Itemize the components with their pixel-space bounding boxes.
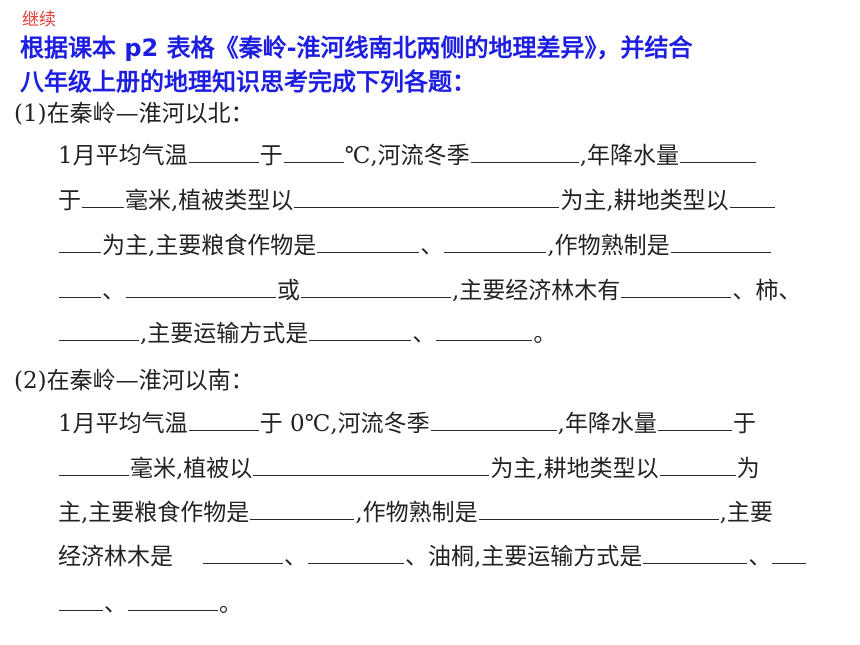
text: 、 (412, 321, 436, 347)
blank[interactable] (470, 140, 579, 163)
blank[interactable] (430, 408, 557, 431)
blank[interactable] (128, 588, 218, 611)
text: 、 (420, 233, 444, 259)
blank[interactable] (309, 318, 412, 341)
blank[interactable] (436, 318, 533, 341)
text: 为主,耕地类型以 (490, 456, 659, 482)
blank[interactable] (283, 140, 344, 163)
south-line-3: 主,主要粮食作物是 ,作物熟制是 ,主要 (58, 497, 773, 529)
blank[interactable] (59, 275, 101, 298)
text: 、 (102, 278, 125, 304)
blank[interactable] (82, 185, 124, 208)
text: 于 (58, 188, 81, 214)
text: ,年降水量 (557, 411, 657, 437)
text: ℃,河流冬季 (344, 143, 470, 169)
blank[interactable] (253, 453, 490, 476)
blank[interactable] (670, 230, 771, 253)
blank[interactable] (59, 588, 103, 611)
text: 、 (284, 544, 307, 570)
text: 、柿、 (732, 278, 802, 304)
text: 。 (219, 591, 242, 617)
text: 主,主要粮食作物是 (58, 500, 250, 526)
text: 经济林木是 (58, 544, 173, 570)
text: 。 (533, 321, 557, 347)
blank[interactable] (59, 453, 129, 476)
text: ,主要经济林木有 (452, 278, 621, 304)
blank[interactable] (444, 230, 547, 253)
text: 毫米,植被类型以 (125, 188, 294, 214)
south-section-label: (2)在秦岭—淮河以南： (14, 368, 254, 394)
text: 于 (259, 143, 283, 169)
blank[interactable] (59, 318, 139, 341)
blank[interactable] (188, 408, 259, 431)
blank[interactable] (126, 275, 276, 298)
blank[interactable] (250, 497, 355, 520)
text: ,年降水量 (579, 143, 679, 169)
continue-tag: 继续 (22, 10, 56, 30)
text: ,作物熟制是 (547, 233, 670, 259)
text: 、 (104, 591, 127, 617)
north-line-4: 、 或 ,主要经济林木有 、柿、 (58, 275, 801, 307)
text: 1月平均气温 (58, 143, 188, 169)
north-section-label: (1)在秦岭—淮河以北： (14, 101, 254, 127)
blank[interactable] (643, 541, 748, 564)
blank[interactable] (308, 541, 404, 564)
south-line-1: 1月平均气温 于 0℃,河流冬季 ,年降水量 于 (58, 408, 756, 440)
text: 毫米,植被以 (130, 456, 253, 482)
text: 为主,耕地类型以 (560, 188, 729, 214)
heading-line-2: 八年级上册的地理知识思考完成下列各题： (20, 68, 476, 96)
text: 于 (732, 411, 756, 437)
blank[interactable] (59, 230, 101, 253)
north-line-1: 1月平均气温 于 ℃,河流冬季 ,年降水量 (58, 140, 757, 172)
text: ,作物熟制是 (355, 500, 478, 526)
blank[interactable] (729, 185, 775, 208)
north-line-2: 于 毫米,植被类型以 为主,耕地类型以 (58, 185, 776, 217)
blank[interactable] (203, 541, 283, 564)
blank[interactable] (659, 453, 736, 476)
blank[interactable] (772, 541, 807, 564)
blank[interactable] (317, 230, 420, 253)
text: 或 (277, 278, 300, 304)
text: 1月平均气温 (58, 411, 188, 437)
blank[interactable] (680, 140, 756, 163)
south-line-5: 、。 (58, 588, 242, 620)
text: ,主要 (719, 500, 773, 526)
text: 为主,主要粮食作物是 (102, 233, 317, 259)
text: ,主要运输方式是 (140, 321, 309, 347)
text: 为 (736, 456, 760, 482)
text: 、油桐,主要运输方式是 (405, 544, 643, 570)
blank[interactable] (657, 408, 732, 431)
south-line-2: 毫米,植被以 为主,耕地类型以 为 (58, 453, 760, 485)
north-line-5: ,主要运输方式是 、 。 (58, 318, 556, 350)
blank[interactable] (188, 140, 259, 163)
south-line-4: 经济林木是 、 、油桐,主要运输方式是 、 (58, 541, 807, 573)
blank[interactable] (294, 185, 560, 208)
blank[interactable] (478, 497, 719, 520)
text: 于 0℃,河流冬季 (259, 411, 430, 437)
text: 、 (748, 544, 772, 570)
north-line-3: 为主,主要粮食作物是 、 ,作物熟制是 (58, 230, 772, 262)
blank[interactable] (301, 275, 451, 298)
heading-line-1: 根据课本 p2 表格《秦岭-淮河线南北两侧的地理差异》，并结合 (20, 34, 693, 62)
blank[interactable] (621, 275, 732, 298)
